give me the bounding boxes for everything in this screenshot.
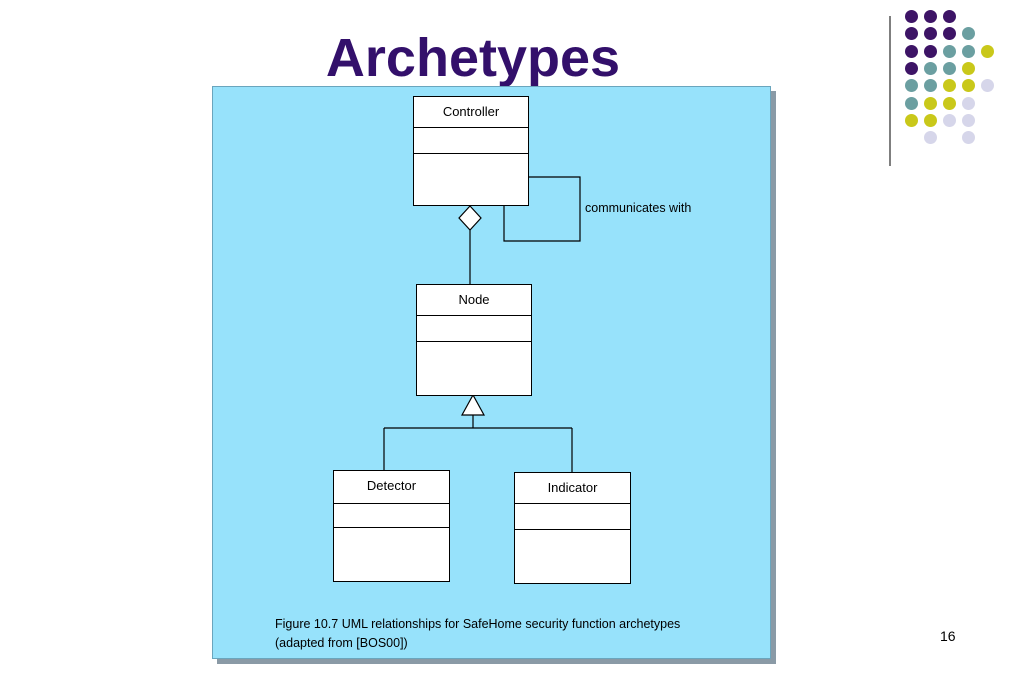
decorative-dot	[924, 131, 937, 145]
page-number: 16	[940, 628, 956, 644]
self-association-line	[503, 176, 581, 242]
class-separator	[515, 503, 630, 504]
decorative-dot	[981, 44, 994, 58]
decorative-dot	[924, 27, 937, 41]
decorative-dot	[905, 61, 918, 75]
decorative-dot	[943, 113, 956, 127]
decorative-dot	[924, 79, 937, 93]
decorative-dot-grid	[905, 10, 1015, 150]
class-indicator: Indicator	[514, 472, 631, 584]
decorative-dot	[924, 113, 937, 127]
decorative-dot	[962, 131, 975, 145]
class-controller: Controller	[413, 96, 529, 206]
class-separator	[414, 127, 528, 128]
decorative-dot	[962, 79, 975, 93]
decorative-dot	[943, 79, 956, 93]
class-node: Node	[416, 284, 532, 396]
class-separator	[334, 527, 449, 528]
generalization-triangle	[460, 393, 486, 416]
decorative-dot	[962, 113, 975, 127]
class-indicator-name: Indicator	[547, 480, 598, 495]
decorative-dot	[905, 79, 918, 93]
decorative-dot	[962, 44, 975, 58]
class-separator	[417, 341, 531, 342]
class-separator	[417, 315, 531, 316]
decorative-dot	[962, 61, 975, 75]
decorative-dot	[924, 44, 937, 58]
class-detector-name: Detector	[366, 478, 417, 493]
uml-connectors	[383, 176, 581, 472]
decorative-dot	[981, 79, 994, 93]
decorative-dot	[943, 10, 956, 23]
class-node-name: Node	[458, 292, 490, 307]
decorative-dot	[943, 27, 956, 41]
decorative-dot	[962, 96, 975, 110]
decorative-dot	[905, 27, 918, 41]
decorative-dot	[905, 96, 918, 110]
decorative-dot	[943, 96, 956, 110]
class-separator	[414, 153, 528, 154]
figure-panel: Controller communicates with Node Detect…	[212, 86, 771, 659]
decorative-divider-line	[889, 16, 891, 166]
class-controller-name: Controller	[442, 104, 500, 119]
figure-caption-line-1: Figure 10.7 UML relationships for SafeHo…	[275, 617, 681, 631]
figure-caption: Figure 10.7 UML relationships for SafeHo…	[275, 615, 765, 653]
decorative-dot	[905, 113, 918, 127]
decorative-dot	[905, 44, 918, 58]
figure-caption-line-2: (adapted from [BOS00])	[275, 636, 408, 650]
class-separator	[334, 503, 449, 504]
association-label: communicates with	[585, 201, 692, 215]
decorative-dot	[905, 10, 918, 23]
class-separator	[515, 529, 630, 530]
decorative-dot	[924, 61, 937, 75]
slide-title: Archetypes	[325, 28, 621, 88]
decorative-dot	[924, 96, 937, 110]
decorative-dot	[943, 61, 956, 75]
decorative-dot	[943, 44, 956, 58]
class-detector: Detector	[333, 470, 450, 582]
decorative-dot	[924, 10, 937, 23]
aggregation-diamond	[458, 205, 482, 231]
decorative-dot	[962, 27, 975, 41]
